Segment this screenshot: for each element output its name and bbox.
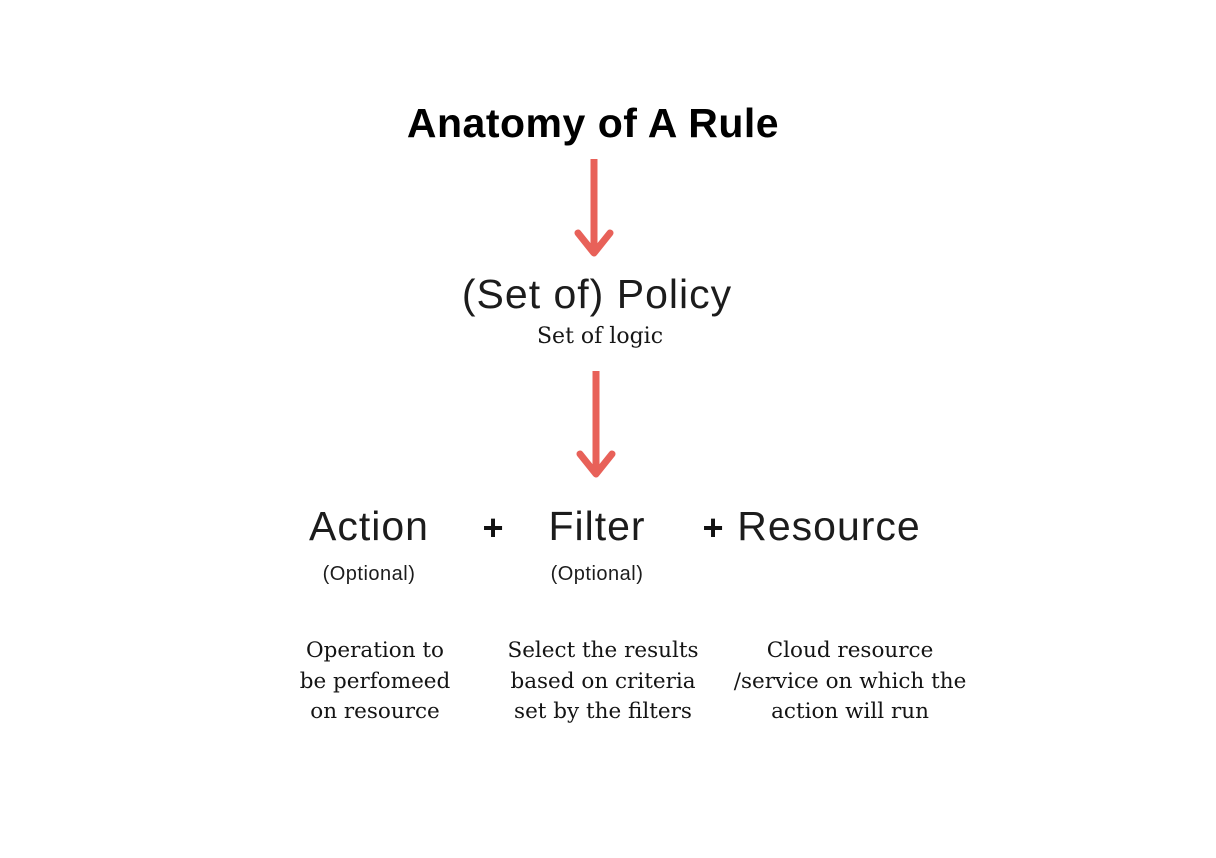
- description-filter: Select the results based on criteria set…: [507, 638, 699, 724]
- policy-subheading: Set of logic: [536, 324, 664, 349]
- down-arrow-icon: [572, 156, 616, 260]
- component-label-filter: Filter: [548, 503, 646, 549]
- component-label-resource: Resource: [737, 503, 921, 549]
- description-resource: Cloud resource /service on which the act…: [733, 638, 967, 724]
- description-action: Operation to be perfomeed on resource: [299, 638, 451, 724]
- qualifier-action-optional: (Optional): [322, 563, 416, 585]
- policy-heading: (Set of) Policy: [461, 271, 733, 317]
- plus-sign: +: [702, 507, 724, 548]
- qualifier-filter-optional: (Optional): [550, 563, 644, 585]
- page-title: Anatomy of A Rule: [406, 100, 780, 146]
- component-label-action: Action: [309, 503, 429, 549]
- down-arrow-icon: [574, 369, 618, 481]
- plus-sign: +: [482, 507, 504, 548]
